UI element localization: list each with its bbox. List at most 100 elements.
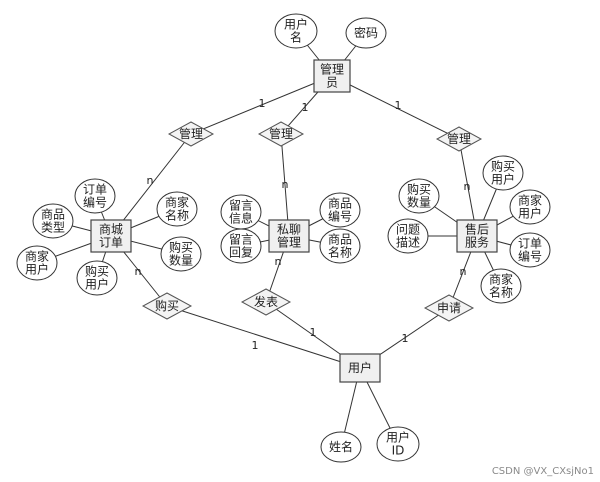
attribute-text: 编号 — [83, 195, 107, 210]
relationship-text: 管理 — [447, 131, 471, 146]
attribute-text: 留言 — [229, 233, 253, 247]
entity-text: 用户 — [348, 360, 372, 375]
relationship-publish: 发表 — [240, 288, 292, 316]
cardinality-admin_order: 1 — [259, 97, 266, 110]
watermark: CSDN @VX_CXsjNo1 — [492, 466, 594, 477]
relationship-diamond — [257, 121, 305, 147]
attribute-text: 回复 — [229, 246, 253, 260]
attribute-ellipse — [16, 245, 58, 281]
entity-text: 售后 — [465, 222, 489, 237]
attribute-text: 姓名 — [329, 439, 353, 454]
cardinality-order_buy: n — [135, 265, 142, 278]
entity-box — [90, 219, 132, 253]
cardinality-apply_user: 1 — [402, 332, 409, 345]
attribute-text: 商家 — [489, 272, 513, 287]
attribute-ellipse — [320, 431, 362, 463]
attribute-text: 留言 — [229, 199, 253, 213]
relationship-diamond — [240, 288, 292, 316]
attribute-ellipse — [32, 203, 74, 239]
entity-box — [339, 353, 381, 383]
attribute-ellipse — [156, 191, 198, 227]
connector-manage_order-order — [110, 133, 192, 237]
attribute-text: 订单 — [518, 237, 542, 251]
cardinality-admin_chat: 1 — [302, 101, 309, 114]
attribute-text: 问题 — [396, 223, 420, 237]
attribute-text: 编号 — [518, 249, 542, 264]
entity-text: 订单 — [99, 236, 123, 250]
attribute-text: ID — [392, 444, 405, 458]
relationship-diamond — [435, 126, 483, 152]
connector-admin-manage_order — [190, 75, 333, 135]
attribute-text: 用户 — [85, 277, 109, 292]
entity-admin: 管理员 — [313, 59, 351, 93]
attribute-text: 商家 — [165, 195, 189, 210]
connector-admin-manage_after — [331, 75, 460, 140]
attribute-text: 用户 — [491, 172, 515, 187]
relationship-text: 申请 — [437, 301, 461, 315]
attribute-ellipse — [319, 192, 361, 228]
entity-user: 用户 — [339, 353, 381, 383]
attribute-text: 类型 — [41, 221, 65, 235]
attribute-text: 名 — [290, 30, 302, 45]
attribute-user_name: 姓名 — [320, 431, 362, 463]
relationship-diamond — [167, 121, 215, 147]
attribute-text: 信息 — [229, 211, 253, 226]
entity-box — [313, 59, 351, 93]
cardinality-after_apply: n — [460, 265, 467, 278]
attribute-text: 商家 — [518, 193, 542, 208]
attribute-ellipse — [319, 228, 361, 264]
attribute-text: 编号 — [328, 209, 352, 224]
entity-text: 私聊 — [277, 223, 301, 237]
attribute-ellipse — [76, 260, 118, 296]
attribute-ellipse — [376, 426, 420, 462]
attribute-text: 用户 — [25, 262, 49, 277]
cardinality-after_manage: n — [464, 180, 471, 193]
entity-text: 管理 — [320, 62, 344, 77]
entity-text: 服务 — [465, 235, 489, 250]
attribute-text: 购买 — [407, 182, 431, 197]
relationship-diamond — [423, 294, 475, 322]
attribute-ellipse — [387, 218, 429, 254]
cardinality-admin_after: 1 — [395, 99, 402, 112]
attribute-text: 商家 — [25, 249, 49, 264]
attribute-text: 购买 — [169, 240, 193, 255]
attribute-text: 数量 — [407, 195, 431, 210]
relationship-text: 管理 — [179, 126, 203, 141]
relationship-diamond — [141, 292, 193, 320]
attribute-text: 密码 — [354, 25, 378, 40]
attribute-admin_username: 用户名 — [274, 13, 318, 49]
attribute-admin_password: 密码 — [345, 17, 387, 49]
attribute-text: 数量 — [169, 253, 193, 268]
attribute-ellipse — [509, 189, 551, 225]
attribute-text: 用户 — [284, 17, 308, 32]
entity-box — [268, 219, 310, 253]
relationship-manage_chat: 管理 — [257, 121, 305, 147]
entity-text: 商城 — [99, 222, 123, 237]
cardinality-chat_publish: n — [275, 255, 282, 268]
attribute-ellipse — [480, 268, 522, 304]
relationship-text: 发表 — [254, 294, 278, 309]
attribute-ellipse — [274, 13, 318, 49]
attribute-text: 购买 — [85, 264, 109, 279]
attribute-text: 名称 — [489, 285, 513, 300]
attribute-ellipse — [482, 155, 524, 191]
attribute-text: 用户 — [386, 430, 410, 445]
cardinality-publish_user: 1 — [310, 326, 317, 339]
